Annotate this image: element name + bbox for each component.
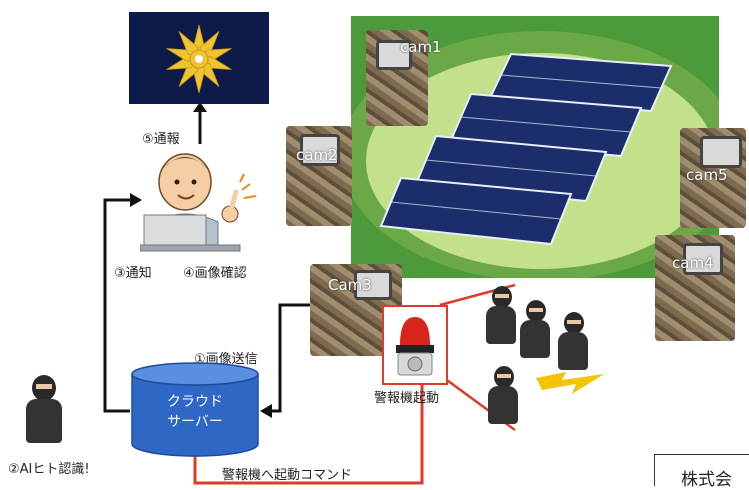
camera-label-1: cam1 [400, 38, 442, 56]
alarm-siren-icon [396, 317, 434, 376]
intruder-figure-ai [22, 375, 66, 445]
trail-camera-5 [680, 128, 746, 228]
cloud-server-text: クラウド サーバー [130, 392, 260, 432]
operator-illustration [140, 153, 257, 252]
camera-label-4: cam4 [672, 254, 714, 272]
camera-label-2: cam2 [296, 146, 338, 164]
cloud-line1: クラウド [167, 394, 223, 410]
alarm-label: 警報機起動 [374, 391, 440, 406]
cloud-server-cylinder [131, 362, 259, 457]
trail-camera-2 [286, 126, 352, 226]
step4-label: ④画像確認 [183, 266, 247, 281]
lightning-icon [536, 372, 604, 394]
intruder-figure [556, 312, 590, 372]
intruder-figure [484, 286, 518, 346]
company-box: 株式会 [654, 454, 749, 490]
step2-label: ②AIヒト認識! [8, 462, 90, 477]
cloud-line2: サーバー [167, 414, 223, 430]
intruder-figure [518, 300, 552, 360]
step5-label: ⑤通報 [142, 132, 180, 147]
alarm-box [382, 305, 448, 385]
police-emblem-icon [166, 24, 232, 94]
solar-panel-illustration [351, 31, 719, 278]
camera-label-5: cam5 [686, 166, 728, 184]
trail-camera-1 [366, 30, 428, 126]
step3-label: ③通知 [114, 266, 152, 281]
command-label: 警報機へ起動コマンド [222, 468, 353, 483]
trail-camera-4 [655, 235, 735, 341]
report-arrow [193, 102, 207, 144]
camera-label-3: Cam3 [328, 276, 372, 294]
intruder-figure [486, 366, 520, 426]
police-emblem-panel [129, 12, 269, 104]
